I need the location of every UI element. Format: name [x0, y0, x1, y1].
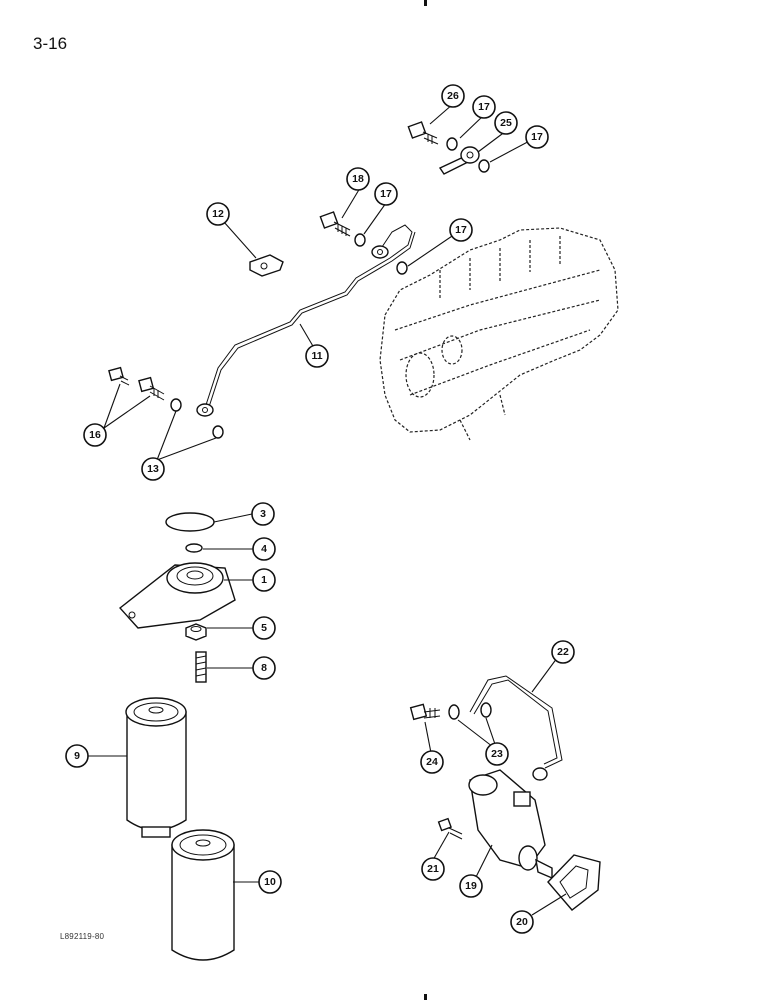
callout-8: 8	[252, 656, 276, 680]
registration-mark-bottom	[424, 994, 427, 1000]
fuel-line-22	[469, 675, 563, 781]
svg-text:9: 9	[74, 750, 80, 762]
svg-text:26: 26	[447, 90, 459, 102]
page-number: 3-16	[33, 34, 68, 53]
svg-text:3: 3	[260, 508, 266, 520]
figure-code: L892119-80	[60, 932, 105, 941]
callout-17: 17	[472, 95, 496, 119]
svg-text:12: 12	[212, 208, 224, 220]
leader-lines	[88, 103, 567, 916]
svg-text:25: 25	[500, 117, 512, 129]
registration-mark-top	[424, 0, 427, 6]
callout-21: 21	[421, 857, 445, 881]
callout-24: 24	[420, 750, 444, 774]
svg-text:23: 23	[491, 748, 503, 760]
callout-17: 17	[374, 182, 398, 206]
callout-17: 17	[449, 218, 473, 242]
svg-text:22: 22	[557, 646, 569, 658]
callout-16: 16	[83, 423, 107, 447]
injection-pump-outline	[379, 227, 619, 441]
svg-text:5: 5	[261, 622, 267, 634]
nut-5	[185, 623, 207, 641]
callout-18: 18	[346, 167, 370, 191]
svg-text:1: 1	[261, 574, 267, 586]
callout-23: 23	[485, 742, 509, 766]
clip-12	[249, 254, 284, 277]
callout-4: 4	[252, 537, 276, 561]
svg-text:10: 10	[264, 876, 276, 888]
banjo-bolt-18	[319, 211, 351, 237]
svg-text:17: 17	[455, 224, 467, 236]
callout-3: 3	[251, 502, 275, 526]
o-ring-3	[165, 512, 215, 532]
banjo-bolt-24	[409, 703, 441, 721]
callout-1: 1	[252, 568, 276, 592]
callout-20: 20	[510, 910, 534, 934]
svg-text:20: 20	[516, 916, 528, 928]
banjo-bolt-26	[407, 121, 439, 145]
callout-25: 25	[494, 111, 518, 135]
svg-text:13: 13	[147, 463, 159, 475]
stud-8	[195, 651, 207, 683]
svg-text:17: 17	[531, 131, 543, 143]
bolts-16	[108, 366, 165, 401]
washer-17-c	[446, 137, 458, 151]
washer-23-b	[480, 702, 492, 718]
svg-text:24: 24	[426, 756, 438, 768]
svg-text:8: 8	[261, 662, 267, 674]
washer-17-d	[478, 159, 490, 173]
callout-10: 10	[258, 870, 282, 894]
svg-text:11: 11	[311, 350, 322, 362]
svg-text:18: 18	[352, 173, 364, 185]
washer-23-a	[448, 704, 460, 720]
filter-head-1	[118, 562, 236, 629]
callout-19: 19	[459, 874, 483, 898]
svg-text:19: 19	[465, 880, 477, 892]
gasket-20	[547, 854, 601, 911]
fuel-filter-9	[125, 697, 187, 838]
svg-text:17: 17	[478, 101, 490, 113]
callout-26: 26	[441, 84, 465, 108]
washer-17-b	[396, 261, 408, 275]
callout-17: 17	[525, 125, 549, 149]
svg-text:4: 4	[261, 543, 267, 555]
fuel-filter-10	[171, 829, 235, 961]
bolt-21	[437, 817, 463, 840]
callout-5: 5	[252, 616, 276, 640]
seal-ring-4	[185, 543, 203, 553]
washer-13-a	[170, 398, 182, 412]
lift-pump-19	[468, 769, 553, 880]
svg-text:21: 21	[427, 863, 439, 875]
callout-22: 22	[551, 640, 575, 664]
callout-11: 11	[305, 344, 329, 368]
callout-9: 9	[65, 744, 89, 768]
svg-text:17: 17	[380, 188, 392, 200]
callout-12: 12	[206, 202, 230, 226]
washer-17-a	[354, 233, 366, 247]
svg-text:16: 16	[89, 429, 101, 441]
callout-13: 13	[141, 457, 165, 481]
washer-13-b	[212, 425, 224, 439]
fuel-line-11	[196, 224, 416, 417]
banjo-fitting-25	[438, 146, 480, 175]
